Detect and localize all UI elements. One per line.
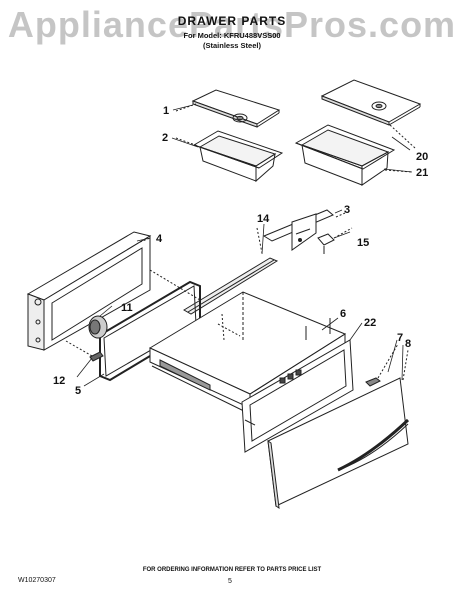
callout-4: 4 [156,233,163,245]
part-11-knob [88,315,108,339]
ordering-note: FOR ORDERING INFORMATION REFER TO PARTS … [142,567,322,573]
callout-2: 2 [162,132,168,144]
part-7-clip [365,377,381,387]
finish-line: (Stainless Steel) [203,41,261,50]
callout-14: 14 [257,213,270,225]
callout-21: 21 [416,167,428,179]
part-20-large-cover [320,79,422,126]
callout-5: 5 [75,385,81,397]
watermark: AppliancePartsPros.com [7,4,457,45]
model-line: For Model: KFRU488VSS00 [183,31,281,40]
part-1-cover-plate [191,89,281,128]
callout-12: 12 [53,375,65,387]
part-4-front-panel [26,231,152,351]
part-2-small-tray [192,130,284,183]
part-8-handle-panel [267,377,410,510]
part-21-large-tray [294,124,396,186]
callout-6: 6 [340,308,346,320]
part-22-inner-front [241,339,354,453]
part-12-fitting [65,340,104,362]
callout-3: 3 [344,204,350,216]
page-title: DRAWER PARTS [177,14,287,28]
part-3-bracket [262,209,334,251]
part-6-drawer-box [148,291,347,415]
callout-7: 7 [397,332,403,344]
callout-20: 20 [416,151,428,163]
document-code: W10270307 [18,577,56,584]
page-number: 5 [228,578,232,585]
callout-8: 8 [405,338,411,350]
part-15-clip [317,233,335,254]
callout-22: 22 [364,317,376,329]
callout-15: 15 [357,237,369,249]
part-14-rail [183,257,279,315]
callout-1: 1 [163,105,169,117]
callout-11: 11 [121,302,133,314]
